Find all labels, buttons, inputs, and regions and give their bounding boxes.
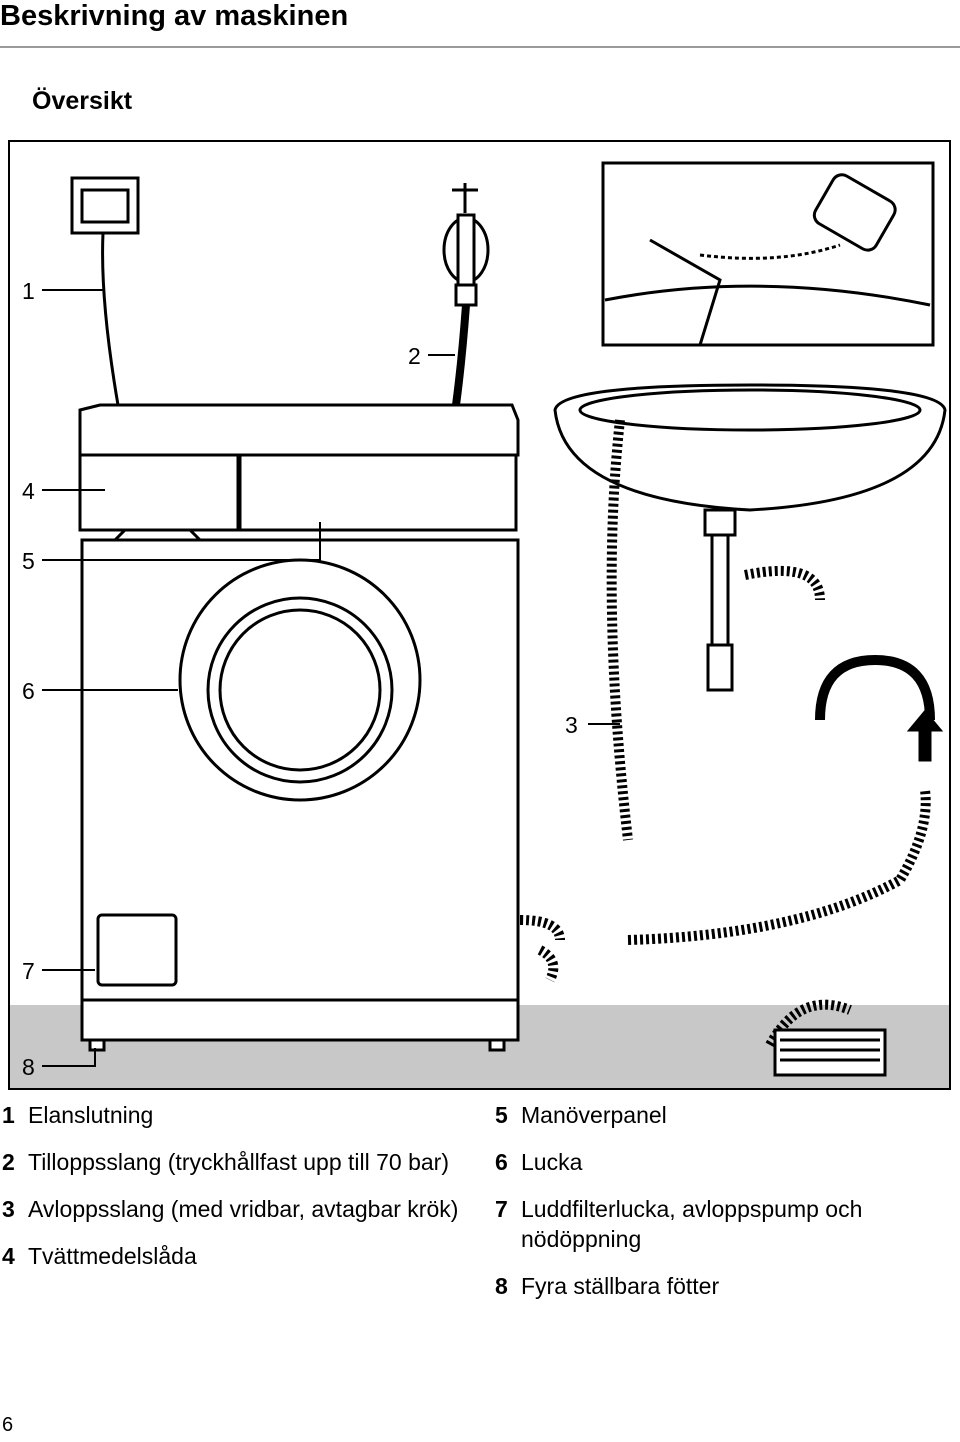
section-heading: Översikt — [32, 87, 133, 115]
legend-number: 2 — [2, 1149, 15, 1175]
legend-right: 5 Manöverpanel 6 Lucka 7 Luddfilterlucka, a… — [495, 1100, 935, 1318]
legend-item: 2 Tilloppsslang (tryckhållfast upp till 7… — [2, 1147, 472, 1177]
legend-text: Fyra ställbara fötter — [521, 1273, 720, 1299]
legend-item: 7 Luddfilterlucka, avloppspump och nödöpp… — [495, 1194, 935, 1254]
callout-2: 2 — [408, 343, 421, 369]
legend-number: 1 — [2, 1102, 15, 1128]
floor-drain — [773, 1028, 887, 1077]
legend-text: Avloppsslang (med vridbar, avtagbar krök… — [28, 1196, 459, 1222]
legend-number: 5 — [495, 1102, 508, 1128]
power-socket — [70, 176, 140, 406]
legend-number: 8 — [495, 1273, 508, 1299]
legend-item: 3 Avloppsslang (med vridbar, avtagbar krö… — [2, 1194, 472, 1224]
legend-item: 6 Lucka — [495, 1147, 935, 1177]
callout-6: 6 — [22, 678, 35, 704]
callout-3: 3 — [565, 712, 578, 738]
legend-number: 3 — [2, 1196, 15, 1222]
legend-text: Manöverpanel — [521, 1102, 667, 1128]
legend-left: 1 Elanslutning 2 Tilloppsslang (tryckhållf… — [2, 1100, 472, 1288]
callout-7: 7 — [22, 958, 35, 984]
legend-item: 4 Tvättmedelslåda — [2, 1241, 472, 1271]
legend-text: Elanslutning — [28, 1102, 154, 1128]
washing-machine-illustration — [8, 140, 951, 1090]
sink — [553, 383, 947, 762]
legend-text: Tilloppsslang (tryckhållfast upp till 70… — [28, 1149, 449, 1175]
legend-item: 5 Manöverpanel — [495, 1100, 935, 1130]
legend-text: Luddfilterlucka, avloppspump och nödöppn… — [521, 1196, 863, 1252]
legend-number: 4 — [2, 1243, 15, 1269]
sink-detail-inset — [601, 161, 935, 347]
figure-frame — [8, 140, 951, 1090]
callout-8: 8 — [22, 1054, 35, 1080]
title-divider — [0, 46, 960, 48]
callout-lines — [42, 289, 620, 1067]
page-title: Beskrivning av maskinen — [0, 0, 349, 32]
legend-number: 7 — [495, 1196, 508, 1222]
legend-number: 6 — [495, 1149, 508, 1175]
callout-5: 5 — [22, 548, 35, 574]
water-tap — [442, 183, 490, 406]
page-number: 6 — [2, 1414, 14, 1436]
callout-1: 1 — [22, 278, 35, 304]
callout-4: 4 — [22, 478, 35, 504]
washing-machine — [78, 403, 520, 1052]
legend-text: Lucka — [521, 1149, 583, 1175]
legend-item: 8 Fyra ställbara fötter — [495, 1271, 935, 1301]
legend-text: Tvättmedelslåda — [28, 1243, 197, 1269]
legend-item: 1 Elanslutning — [2, 1100, 472, 1130]
